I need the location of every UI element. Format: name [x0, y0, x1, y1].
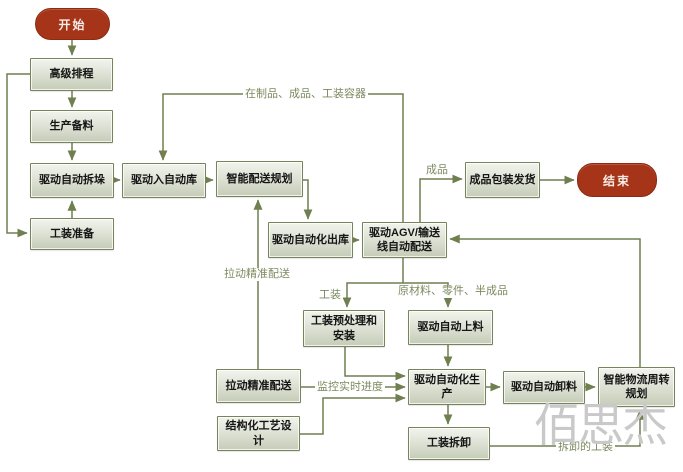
- node-tooling-preparation: 工装准备: [30, 218, 114, 250]
- node-auto-depalletizing: 驱动自动拆垛: [30, 163, 114, 198]
- edge-label-raw-materials-parts-semifinished: 原材料、零件、半成品: [396, 285, 510, 298]
- node-packaging-shipping: 成品包装发货: [465, 162, 540, 198]
- edge-label-monitor-realtime-progress: 监控实时进度: [315, 381, 385, 394]
- end-terminator: 结束: [577, 163, 657, 197]
- edge-pretreat-to-production: [344, 347, 406, 381]
- node-auto-production: 驱动自动化生产: [408, 369, 486, 405]
- node-tooling-pretreat-install: 工装预处理和安装: [303, 310, 385, 347]
- node-auto-warehouse-inbound: 驱动入自动库: [122, 163, 206, 198]
- node-auto-outbound: 驱动自动化出库: [268, 222, 353, 258]
- node-structured-process-design: 结构化工艺设计: [217, 416, 300, 451]
- node-production-material-prep: 生产备料: [30, 110, 113, 143]
- edge-agv-to-packaging: [419, 174, 463, 222]
- edge-label-disassembled-tooling: 拆卸的工装: [556, 441, 615, 454]
- edge-turnover-to-agv: [449, 234, 641, 367]
- edge-label-finished-goods: 成品: [424, 164, 450, 177]
- edge-label-tooling: 工装: [317, 289, 343, 302]
- node-auto-unloading: 驱动自动卸料: [503, 371, 585, 404]
- edge-scheduling-to-toolingprep: [6, 73, 30, 238]
- edge-label-wip-finished-tooling-containers: 在制品、成品、工装容器: [243, 88, 368, 101]
- node-smart-distribution-planning: 智能配送规划: [216, 161, 303, 197]
- edge-planning-to-outbound: [303, 179, 313, 220]
- edge-processdesign-to-production: [300, 393, 406, 435]
- node-tooling-disassembly: 工装拆卸: [408, 427, 490, 460]
- edge-agv-to-loading: [403, 282, 453, 308]
- node-pull-precise-distribution: 拉动精准配送: [216, 369, 301, 403]
- edge-agv-to-inbound: [158, 93, 404, 222]
- start-terminator: 开始: [35, 8, 110, 40]
- edge-disassembly-to-turnover: [490, 409, 645, 447]
- edge-label-pull-precise-distribution: 拉动精准配送: [222, 268, 292, 281]
- node-advanced-scheduling: 高级排程: [30, 58, 113, 91]
- node-agv-conveyor-distribution: 驱动AGV/输送线自动配送: [362, 222, 447, 258]
- node-auto-loading: 驱动自动上料: [408, 310, 493, 345]
- node-smart-logistics-turnover: 智能物流周转规划: [598, 367, 675, 407]
- edge-agv-to-pretreat: [342, 282, 403, 308]
